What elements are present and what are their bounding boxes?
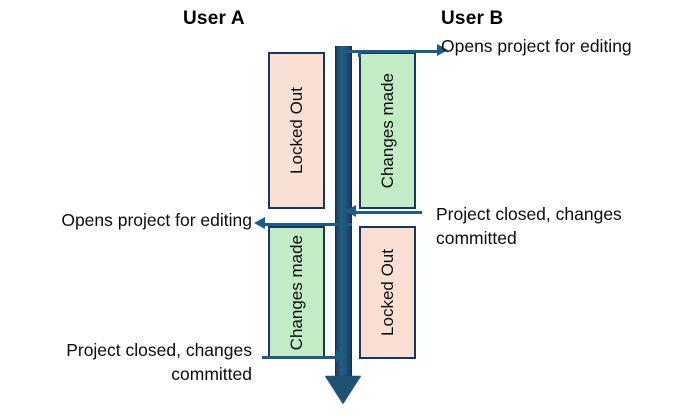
connector-user-a-open-arrowhead	[254, 217, 265, 229]
connector-user-b-open-stub	[358, 50, 361, 57]
lane-header-user-b: User B	[441, 8, 504, 29]
connector-user-b-open-arrowhead	[437, 44, 448, 56]
phase-box-user-b-changes-made-1: Changes made	[359, 52, 416, 209]
phase-label: Changes made	[377, 72, 397, 189]
phase-label: Locked Out	[286, 87, 306, 174]
phase-box-user-a-locked-out-1: Locked Out	[268, 52, 325, 209]
connector-user-b-closed-arrowhead	[345, 205, 356, 217]
event-note-user-a-opens-project: Opens project for editing	[61, 210, 252, 230]
lane-header-user-a: User A	[183, 8, 245, 29]
connector-user-a-open-line	[265, 223, 352, 226]
connector-user-b-closed-line	[356, 211, 422, 214]
timeline-arrowhead-down	[325, 376, 361, 404]
event-note-user-a-project-closed: Project closed, changes committed	[66, 340, 252, 384]
phase-label: Locked Out	[377, 249, 397, 336]
event-note-user-b-opens-project: Opens project for editing	[441, 36, 632, 56]
phase-box-user-b-locked-out-2: Locked Out	[359, 226, 416, 359]
connector-user-a-closed-arrowhead	[336, 350, 347, 362]
phase-box-user-a-changes-made-2: Changes made	[268, 226, 325, 359]
connector-user-b-open-line	[344, 50, 437, 53]
connector-user-a-closed-line	[262, 356, 344, 359]
event-note-user-b-project-closed: Project closed, changes committed	[436, 204, 622, 248]
phase-label: Changes made	[286, 234, 306, 351]
